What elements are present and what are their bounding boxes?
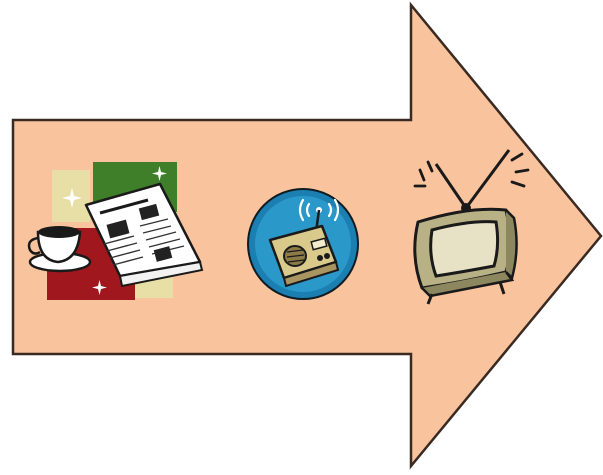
radio-icon — [248, 189, 358, 299]
